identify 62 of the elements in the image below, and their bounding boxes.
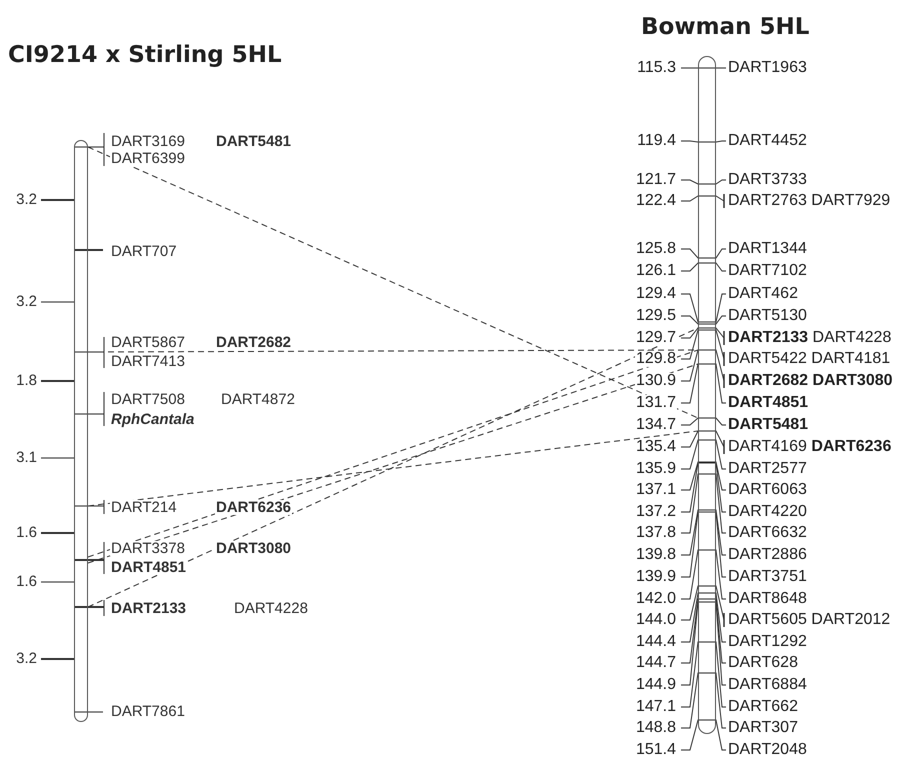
interval-distance: 3.2	[15, 651, 38, 666]
marker-name: DART2682	[215, 335, 292, 350]
marker-name: DART2133 DART4228	[728, 330, 892, 346]
marker-name: DART2577	[728, 461, 807, 477]
marker-name: DART3169	[110, 134, 186, 149]
map-position: 129.7	[634, 330, 677, 346]
marker-name: DART3751	[728, 569, 807, 585]
marker-name: DART2133	[110, 601, 188, 616]
map-position: 131.7	[634, 395, 677, 411]
marker-name: DART5481	[215, 134, 292, 149]
marker-name: DART214	[110, 500, 178, 515]
marker-name: DART307	[728, 720, 798, 736]
map-position: 129.8	[634, 351, 677, 367]
marker-name: DART2763 DART7929	[728, 193, 890, 209]
marker-name: DART1344	[728, 241, 807, 257]
marker-name: DART1963	[728, 60, 807, 76]
marker-name: DART6236	[215, 500, 292, 515]
marker-name: DART6632	[728, 525, 807, 541]
marker-name: DART6399	[110, 151, 186, 166]
marker-name: DART6884	[728, 677, 807, 693]
marker-name: DART4228	[233, 601, 309, 616]
marker-name: DART7508	[110, 392, 186, 407]
marker-name: DART4169 DART6236	[728, 439, 892, 455]
marker-name: DART4851	[110, 560, 188, 575]
marker-name: DART3378	[110, 541, 186, 556]
marker-name: DART7102	[728, 263, 807, 279]
map-title: CI9214 x Stirling 5HL	[8, 44, 282, 67]
marker-name: DART5605 DART2012	[728, 612, 890, 628]
marker-name: DART1292	[728, 634, 807, 650]
marker-name: DART4872	[220, 392, 296, 407]
chromosome-bar	[698, 56, 716, 734]
dashed-connector	[88, 430, 698, 506]
marker-name: DART5481	[728, 417, 808, 433]
interval-distance: 1.8	[15, 373, 38, 388]
marker-name: DART6063	[728, 482, 807, 498]
marker-name: DART7413	[110, 354, 186, 369]
marker-name: DART4220	[728, 504, 807, 520]
interval-distance: 1.6	[15, 574, 38, 589]
chromosome-bar	[74, 140, 88, 722]
map-title: Bowman 5HL	[641, 16, 810, 39]
marker-name: DART7861	[110, 704, 186, 719]
interval-distance: 1.6	[15, 525, 38, 540]
marker-name: DART5867	[110, 335, 186, 350]
interval-distance: 3.2	[15, 294, 38, 309]
marker-name: DART662	[728, 699, 798, 715]
marker-name: DART5422 DART4181	[728, 351, 890, 367]
interval-distance: 3.2	[15, 192, 38, 207]
marker-name: DART462	[728, 286, 798, 302]
marker-name: DART3080	[215, 541, 292, 556]
marker-name: DART5130	[728, 308, 807, 324]
marker-name: DART628	[728, 655, 798, 671]
marker-name: DART2048	[728, 742, 807, 758]
marker-name: DART707	[110, 244, 178, 259]
marker-name: DART2682 DART3080	[728, 373, 893, 389]
dashed-connector	[88, 146, 698, 418]
interval-distance: 3.1	[15, 450, 38, 465]
marker-name: DART8648	[728, 591, 807, 607]
marker-name: DART2886	[728, 547, 807, 563]
marker-name: DART3733	[728, 172, 807, 188]
marker-name: DART4851	[728, 395, 808, 411]
marker-name: RphCantala	[110, 412, 196, 427]
marker-name: DART4452	[728, 133, 807, 149]
